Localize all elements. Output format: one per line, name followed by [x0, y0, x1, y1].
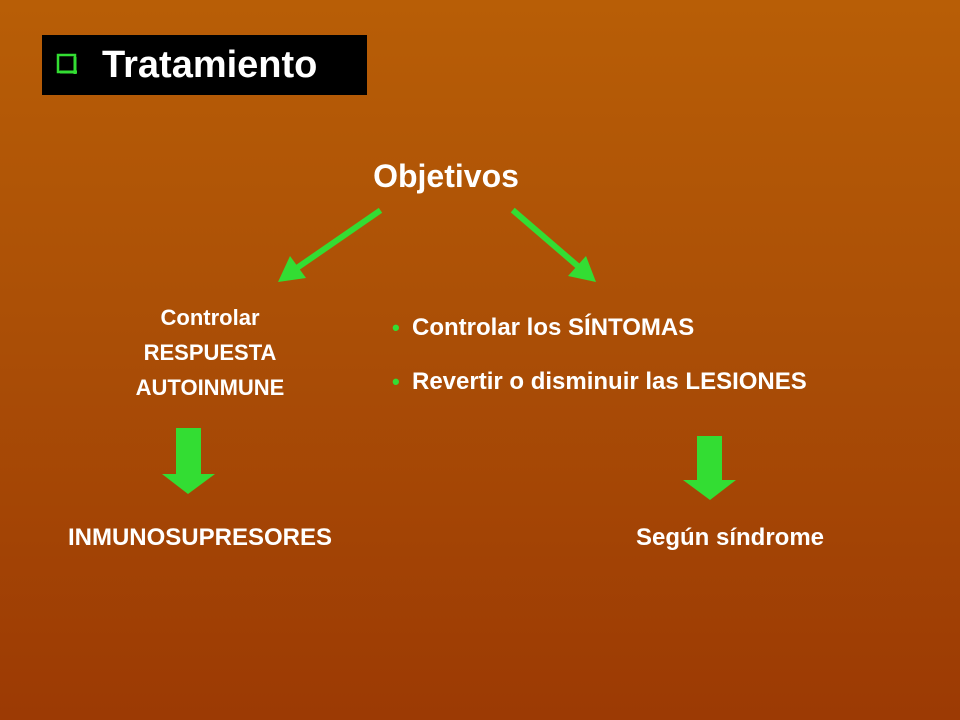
- right-branch-result: Según síndrome: [635, 524, 825, 551]
- left-branch-line: Controlar: [160, 305, 260, 330]
- right-branch-item: Revertir o disminuir las LESIONES: [392, 360, 807, 404]
- right-branch-list: Controlar los SÍNTOMAS Revertir o dismin…: [392, 306, 807, 414]
- left-branch-result: INMUNOSUPRESORES: [67, 524, 333, 551]
- arrow-to-right-branch: [510, 207, 596, 282]
- title-box: Tratamiento: [42, 35, 367, 95]
- diagram-root-label: Objetivos: [373, 158, 519, 194]
- checkbox-square-icon: [56, 53, 77, 74]
- right-branch-item: Controlar los SÍNTOMAS: [392, 306, 807, 350]
- left-branch-line: AUTOINMUNE: [135, 375, 285, 400]
- slide-title: Tratamiento: [102, 44, 318, 86]
- arrow-to-left-branch: [278, 207, 383, 282]
- left-branch-label: Controlar RESPUESTA AUTOINMUNE: [60, 300, 360, 405]
- left-branch-line: RESPUESTA: [143, 340, 277, 365]
- down-arrow-right: [683, 436, 736, 500]
- down-arrow-left: [162, 428, 215, 494]
